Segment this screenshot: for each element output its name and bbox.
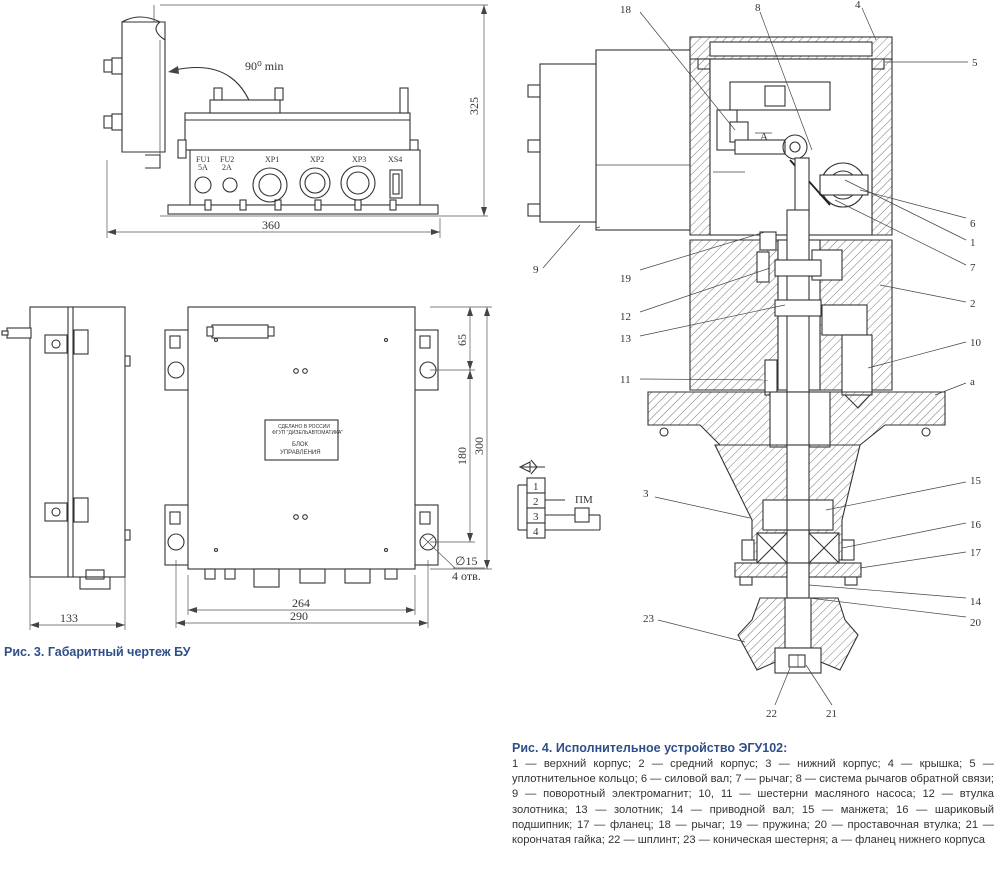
- dim-300: 300: [472, 437, 486, 455]
- label-14: 14: [970, 596, 982, 608]
- label-17: 17: [970, 547, 982, 559]
- wiring-pin-1: 1: [533, 481, 539, 493]
- label-13: 13: [620, 333, 632, 345]
- label-4: 4: [855, 0, 861, 11]
- label-12: 12: [620, 311, 631, 323]
- label-10: 10: [970, 337, 982, 349]
- dim-65: 65: [455, 334, 469, 346]
- label-5: 5: [972, 57, 978, 69]
- wiring-device: ПМ: [575, 494, 593, 506]
- label-fu1: FU1: [196, 155, 210, 164]
- plate-title1: БЛОК: [292, 442, 309, 448]
- plate-title2: УПРАВЛЕНИЯ: [280, 450, 321, 456]
- label-2: 2: [970, 298, 976, 310]
- dim-290: 290: [290, 609, 308, 623]
- label-a: a: [970, 376, 975, 388]
- plate-line1: СДЕЛАНО В РОССИИ: [278, 424, 330, 430]
- fig3-top-view: 325 360 90⁰ min: [103, 4, 488, 238]
- label-16: 16: [970, 519, 982, 531]
- section-marker-a: А: [760, 131, 768, 143]
- label-xp2: XP2: [310, 155, 324, 164]
- label-15: 15: [970, 475, 982, 487]
- label-fu2-rating: 2А: [222, 163, 232, 172]
- label-11: 11: [620, 374, 631, 386]
- fig3-caption: Рис. 3. Габаритный чертеж БУ: [4, 645, 191, 659]
- dim-hole-count: 4 отв.: [452, 569, 481, 583]
- dim-angle: 90⁰ min: [245, 59, 283, 73]
- label-18: 18: [620, 4, 632, 16]
- label-7: 7: [970, 262, 976, 274]
- fig4-wiring-schematic: 1 2 3 4 ПМ: [517, 459, 601, 539]
- fig4-caption: Рис. 4. Исполнительное устройство ЭГУ102…: [512, 741, 788, 755]
- dim-hole-d15: ∅15: [455, 554, 477, 568]
- dim-264: 264: [292, 596, 310, 610]
- wiring-pin-3: 3: [533, 511, 539, 523]
- name-plate: [264, 419, 339, 461]
- label-8: 8: [755, 2, 761, 14]
- dim-133: 133: [60, 611, 78, 625]
- wiring-pin-4: 4: [533, 526, 539, 538]
- label-20: 20: [970, 617, 982, 629]
- fig4-legend: 1 — верхний корпус; 2 — средний корпус; …: [512, 758, 994, 847]
- fig4-actuator-section: А: [527, 36, 946, 674]
- label-3: 3: [643, 488, 649, 500]
- dim-325: 325: [467, 97, 481, 115]
- label-23: 23: [643, 613, 655, 625]
- fig3-front-view: СДЕЛАНО В РОССИИ ФГУП "ДИЗЕЛЬАВТОМАТИКА"…: [164, 306, 492, 628]
- label-fu2: FU2: [220, 155, 234, 164]
- label-6: 6: [970, 218, 976, 230]
- label-19: 19: [620, 273, 632, 285]
- label-xs4: XS4: [388, 155, 402, 164]
- dim-360: 360: [262, 218, 280, 232]
- plate-line2: ФГУП "ДИЗЕЛЬАВТОМАТИКА": [272, 430, 343, 436]
- dim-180: 180: [455, 447, 469, 465]
- fig4-leaders: 18 8 4 5 6 1 7 2 10 a 9 19 12 13 11 3: [533, 0, 982, 720]
- wiring-pin-2: 2: [533, 496, 539, 508]
- label-22: 22: [766, 708, 777, 720]
- label-1: 1: [970, 237, 976, 249]
- fig3-side-view: 133: [1, 306, 131, 630]
- label-xp3: XP3: [352, 155, 366, 164]
- label-21: 21: [826, 708, 837, 720]
- label-xp1: XP1: [265, 155, 279, 164]
- label-fu1-rating: 5А: [198, 163, 208, 172]
- label-9: 9: [533, 264, 539, 276]
